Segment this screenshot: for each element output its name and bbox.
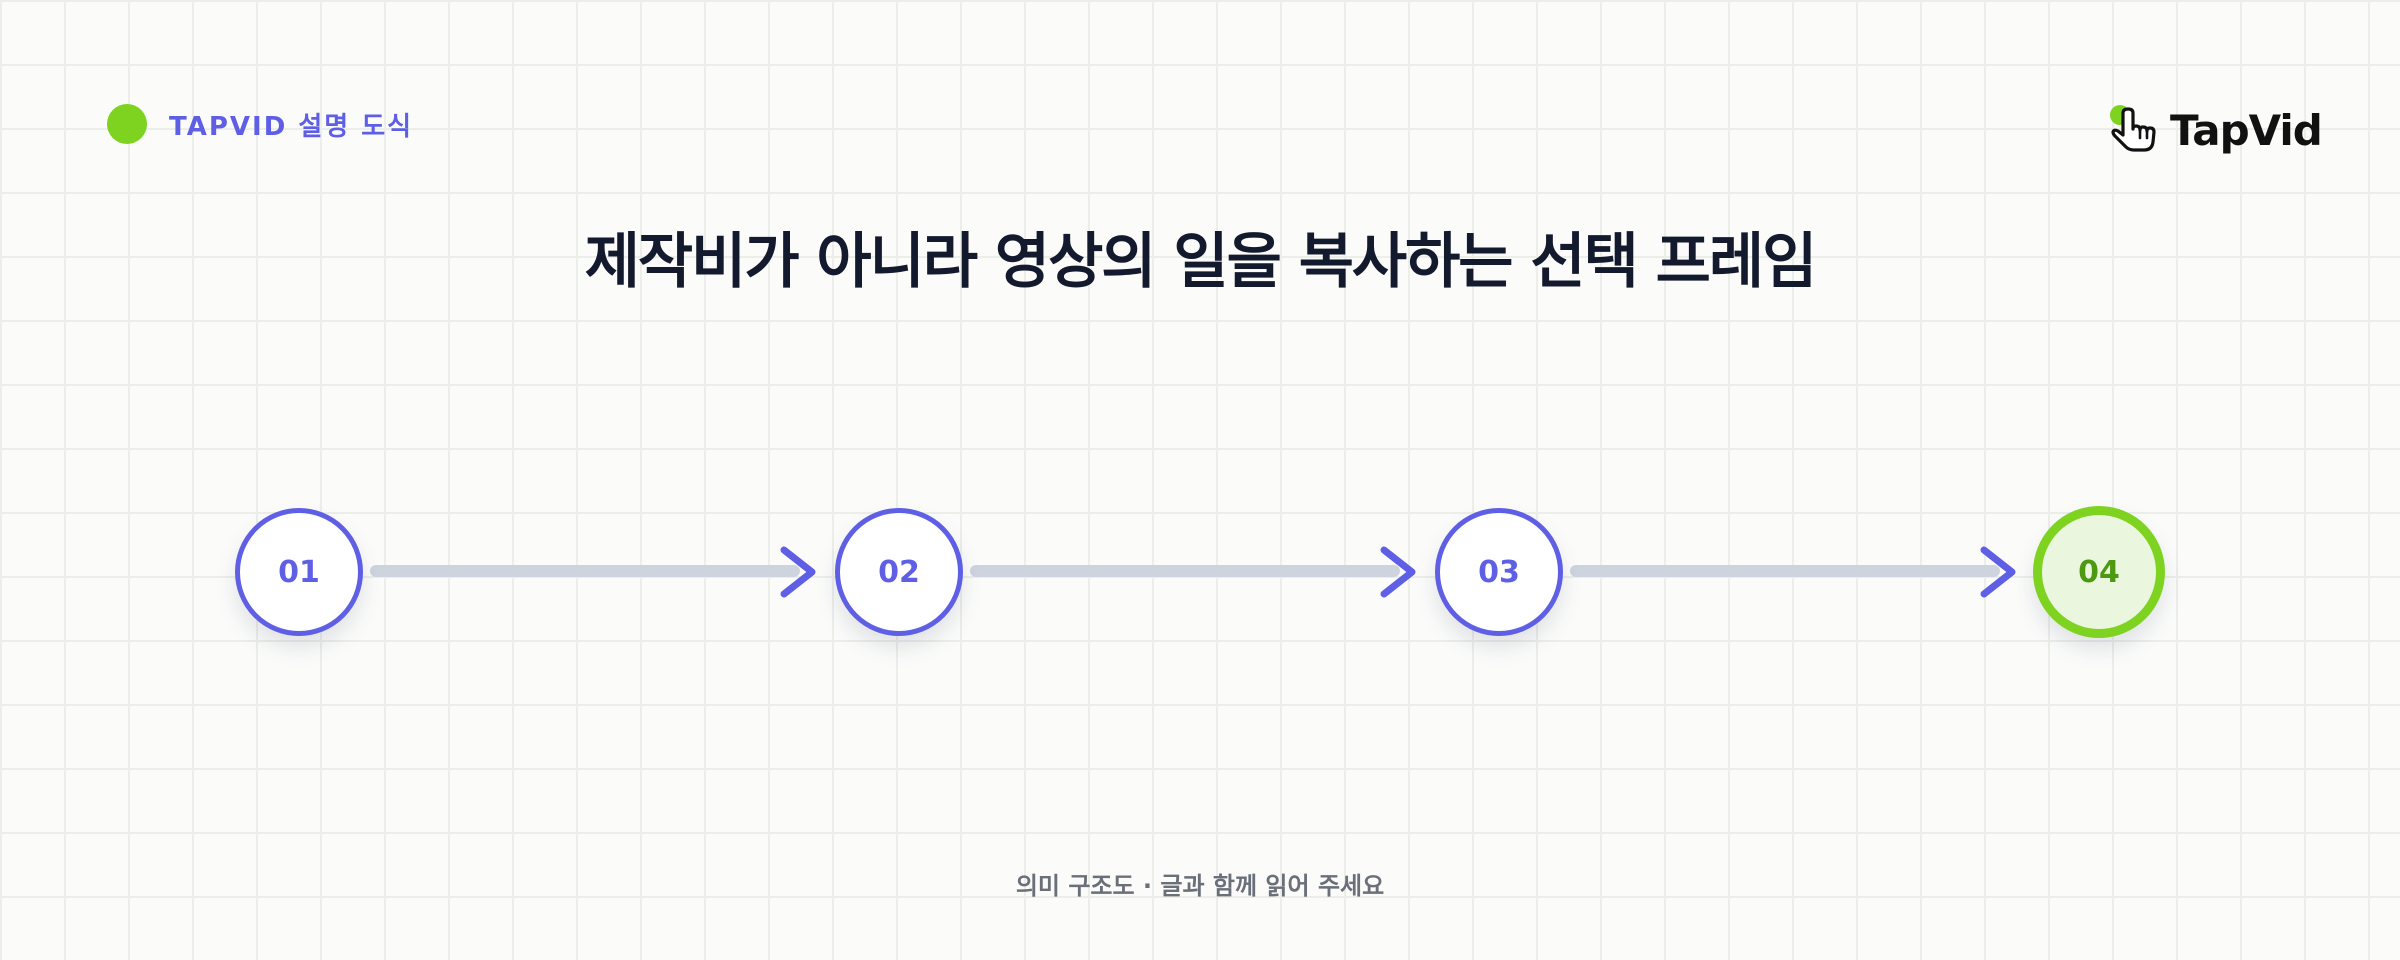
step-number: 03 — [1478, 554, 1520, 590]
step-number: 01 — [278, 554, 320, 590]
page-title: 제작비가 아니라 영상의 일을 복사하는 선택 프레임 — [584, 227, 1818, 297]
step-node-3: 03 — [1435, 508, 1563, 636]
brand-logo: TapVid — [2106, 100, 2323, 160]
connector-line-1 — [370, 565, 800, 577]
step-number: 02 — [878, 554, 920, 590]
step-number: 04 — [2078, 554, 2120, 590]
section-label: TAPVID 설명 도식 — [107, 104, 413, 144]
section-label-text: TAPVID 설명 도식 — [169, 111, 414, 142]
footer-note: 의미 구조도 · 글과 함께 읽어 주세요 — [1015, 872, 1385, 900]
connector-line-3 — [1570, 565, 2000, 577]
step-node-4-active: 04 — [2033, 506, 2165, 638]
arrow-right-icon — [780, 546, 816, 598]
tap-hand-icon — [2110, 105, 2156, 152]
arrow-right-icon — [1980, 546, 2016, 598]
green-dot-icon — [107, 104, 147, 144]
brand-name: TapVid — [2170, 105, 2323, 155]
connector-line-2 — [970, 565, 1400, 577]
step-node-1: 01 — [235, 508, 363, 636]
step-node-2: 02 — [835, 508, 963, 636]
arrow-right-icon — [1380, 546, 1416, 598]
